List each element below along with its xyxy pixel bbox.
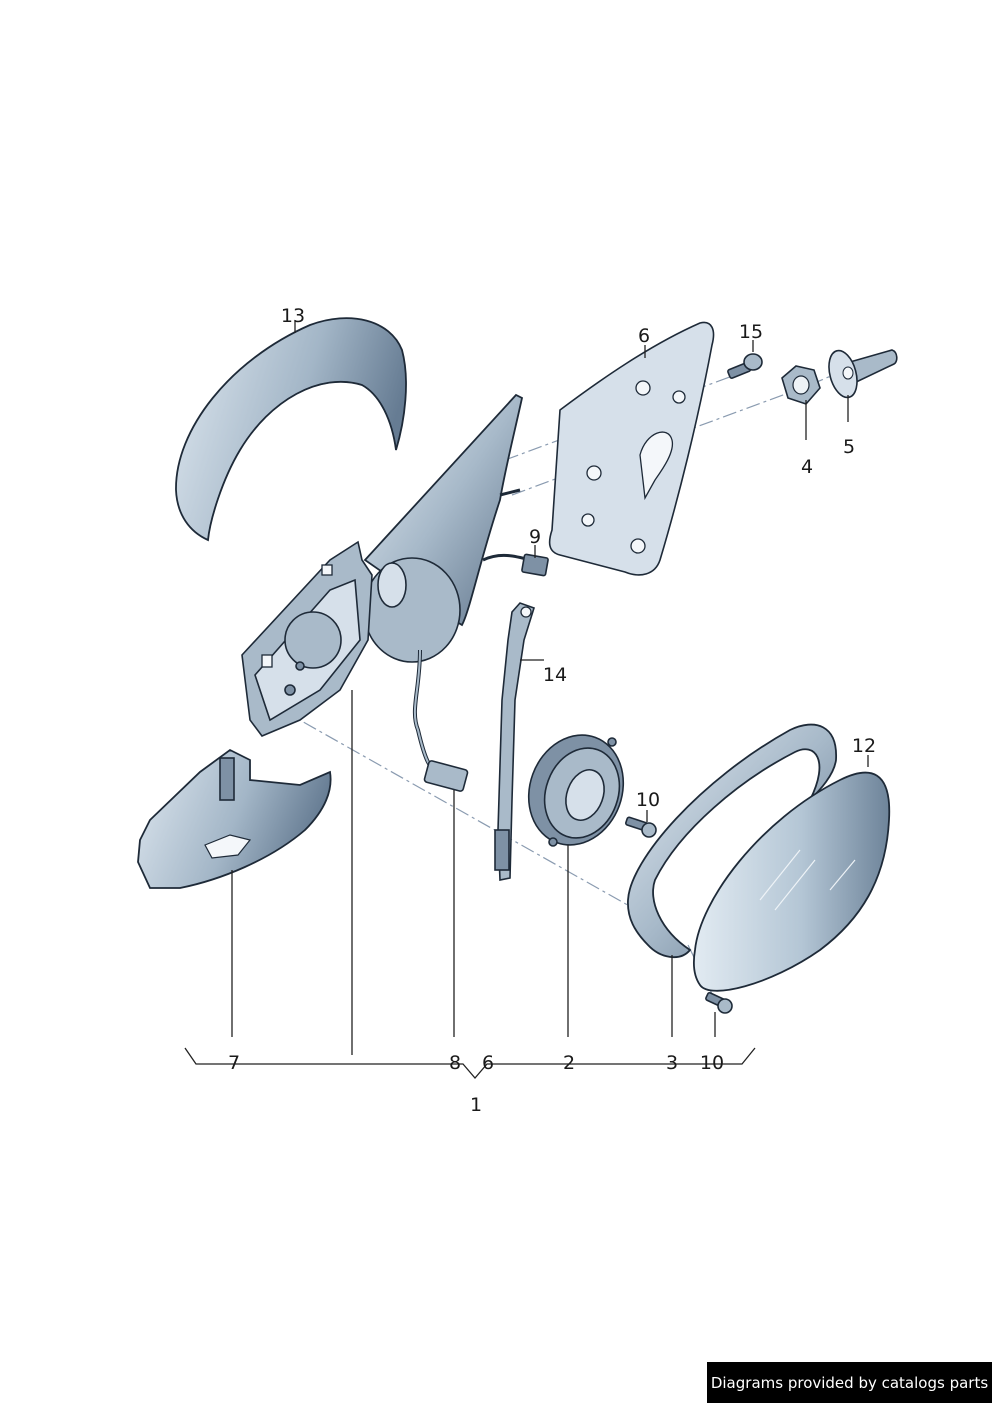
callout-8: 8 bbox=[449, 1052, 461, 1074]
callout-6-top: 6 bbox=[638, 325, 650, 347]
part-6-mounting-plate bbox=[548, 321, 715, 576]
callout-4: 4 bbox=[801, 456, 813, 478]
part-15-screw bbox=[727, 353, 763, 379]
part-9-connector bbox=[521, 553, 549, 577]
part-3-glass-frame bbox=[627, 723, 837, 959]
callout-6-bottom: 6 bbox=[482, 1052, 494, 1074]
callout-15: 15 bbox=[739, 321, 763, 343]
leader-lines bbox=[184, 320, 869, 1079]
callout-3: 3 bbox=[666, 1052, 678, 1074]
part-7-lower-cover bbox=[137, 748, 332, 889]
part-4-hex-nut bbox=[781, 365, 821, 405]
callout-labels: 13 6 15 5 4 9 14 12 10 7 8 6 2 3 10 1 bbox=[228, 305, 876, 1116]
part-2-adjustment-motor bbox=[527, 734, 625, 847]
mirror-housing-assembly bbox=[241, 393, 531, 792]
part-12-mirror-glass bbox=[692, 771, 891, 992]
part-10-screw-lower bbox=[705, 992, 733, 1014]
callout-10-mid: 10 bbox=[636, 789, 660, 811]
credit-banner: Diagrams provided by catalogs parts bbox=[707, 1362, 992, 1403]
callout-2: 2 bbox=[563, 1052, 575, 1074]
part-5-bolt bbox=[828, 349, 898, 399]
callout-10-bottom: 10 bbox=[700, 1052, 724, 1074]
part-10-screw-upper bbox=[625, 816, 657, 838]
part-14-cable-rod bbox=[494, 602, 535, 881]
callout-13: 13 bbox=[281, 305, 305, 327]
credit-text: Diagrams provided by catalogs parts bbox=[710, 1373, 989, 1392]
callout-14: 14 bbox=[543, 664, 567, 686]
callout-5: 5 bbox=[843, 436, 855, 458]
callout-1: 1 bbox=[470, 1094, 482, 1116]
callout-9: 9 bbox=[529, 526, 541, 548]
callout-12: 12 bbox=[852, 735, 876, 757]
callout-7: 7 bbox=[228, 1052, 240, 1074]
part-13-mirror-cap bbox=[175, 317, 407, 542]
